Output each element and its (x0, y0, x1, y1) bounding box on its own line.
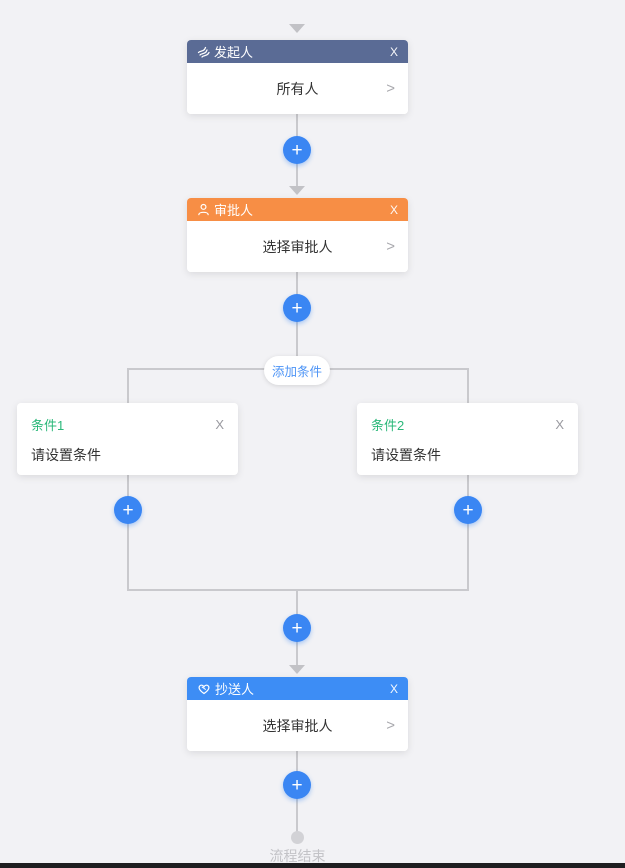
approver-node: 审批人 X 选择审批人 > (187, 198, 408, 272)
condition-node-1[interactable]: 条件1 X 请设置条件 (17, 403, 238, 475)
condition-2-label: 条件2 (371, 418, 405, 433)
arrow-down-icon (289, 24, 305, 33)
condition-node-2[interactable]: 条件2 X 请设置条件 (357, 403, 578, 475)
approver-value-row[interactable]: 选择审批人 > (187, 221, 408, 272)
condition-2-close-button[interactable]: X (555, 417, 564, 432)
initiator-node: 发起人 X 所有人 > (187, 40, 408, 114)
initiator-icon (197, 45, 210, 58)
plus-icon: + (291, 297, 303, 319)
condition-1-close-button[interactable]: X (215, 417, 224, 432)
initiator-node-header: 发起人 X (187, 40, 408, 63)
cc-heart-icon (197, 682, 211, 695)
condition-2-header: 条件2 X (371, 415, 564, 434)
end-label: 流程结束 (269, 848, 326, 864)
add-node-button[interactable]: + (283, 136, 311, 164)
condition-2-value: 请设置条件 (371, 447, 441, 463)
condition-1-header: 条件1 X (31, 415, 224, 434)
chevron-right-icon: > (386, 717, 395, 734)
initiator-value: 所有人 (276, 80, 319, 97)
approver-person-icon (197, 203, 210, 216)
branch-merge-line (127, 589, 469, 591)
add-node-button[interactable]: + (283, 771, 311, 799)
arrow-down-icon (289, 665, 305, 674)
connector-line (467, 368, 469, 404)
end-node-dot (291, 831, 304, 844)
add-node-button[interactable]: + (454, 496, 482, 524)
cc-value-row[interactable]: 选择审批人 > (187, 700, 408, 751)
bottom-edge-line (0, 863, 625, 868)
approver-title: 审批人 (214, 203, 254, 218)
cc-node: 抄送人 X 选择审批人 > (187, 677, 408, 751)
plus-icon: + (291, 617, 303, 639)
initiator-close-button[interactable]: X (389, 44, 398, 59)
connector-line (467, 475, 469, 591)
condition-1-value: 请设置条件 (31, 447, 101, 463)
chevron-right-icon: > (386, 80, 395, 97)
plus-icon: + (462, 499, 474, 521)
add-condition-button[interactable]: 添加条件 (264, 356, 330, 385)
initiator-value-row[interactable]: 所有人 > (187, 63, 408, 114)
cc-value: 选择审批人 (262, 717, 333, 734)
add-node-button[interactable]: + (283, 614, 311, 642)
cc-title: 抄送人 (215, 682, 255, 697)
initiator-title: 发起人 (214, 45, 254, 60)
connector-line (127, 475, 129, 591)
add-node-button[interactable]: + (283, 294, 311, 322)
chevron-right-icon: > (386, 238, 395, 255)
plus-icon: + (291, 774, 303, 796)
approver-close-button[interactable]: X (389, 202, 398, 217)
add-node-button[interactable]: + (114, 496, 142, 524)
connector-line (127, 368, 129, 404)
cc-node-header: 抄送人 X (187, 677, 408, 700)
plus-icon: + (291, 139, 303, 161)
plus-icon: + (122, 499, 134, 521)
approver-value: 选择审批人 (262, 238, 333, 255)
cc-close-button[interactable]: X (389, 681, 398, 696)
arrow-down-icon (289, 186, 305, 195)
add-condition-label: 添加条件 (271, 365, 322, 379)
approver-node-header: 审批人 X (187, 198, 408, 221)
condition-1-label: 条件1 (31, 418, 65, 433)
